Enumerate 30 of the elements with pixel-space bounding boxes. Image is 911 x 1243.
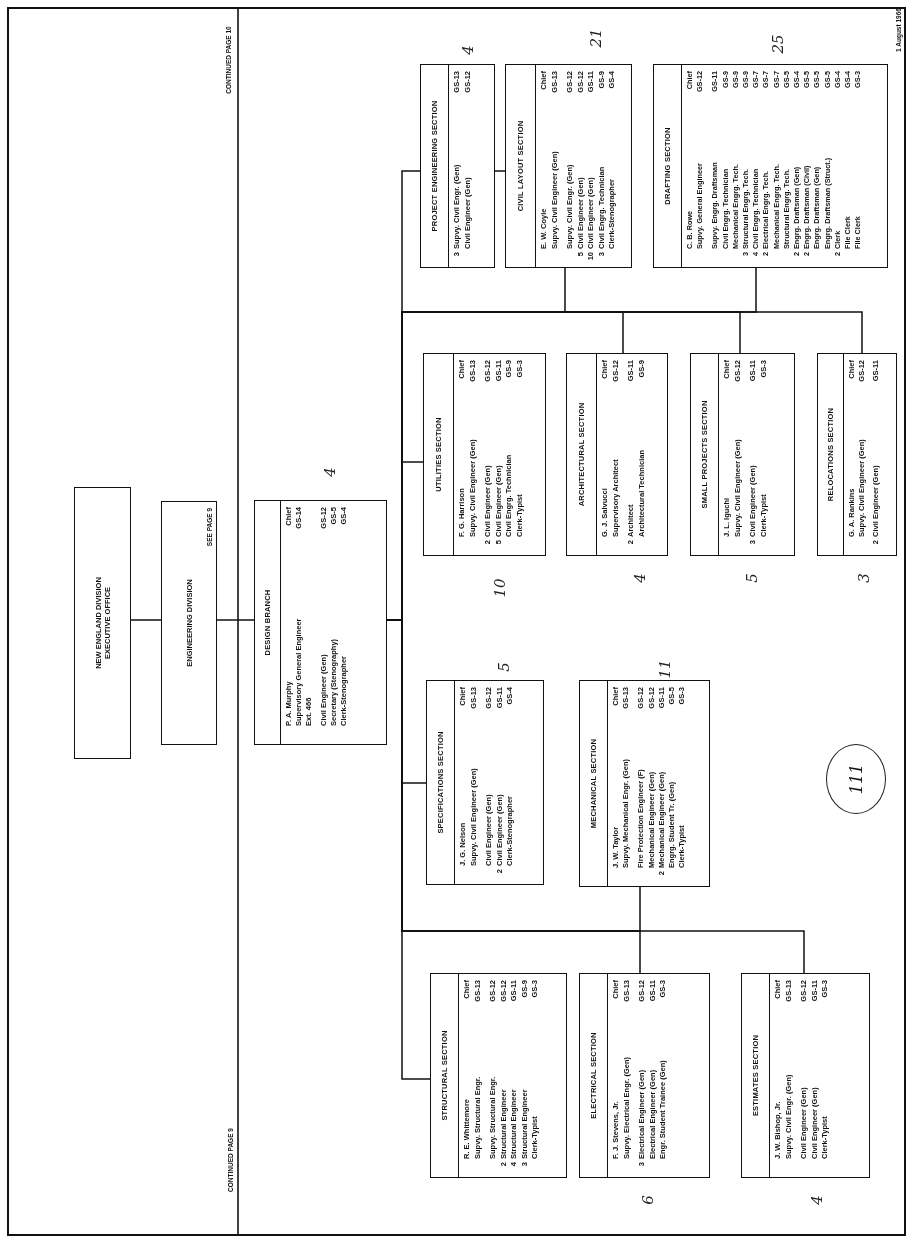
handwritten-number: 4: [631, 573, 649, 583]
handwritten-number: 21: [587, 28, 605, 48]
org-box: [741, 973, 870, 1178]
org-box: [579, 680, 710, 887]
org-box: [579, 973, 710, 1178]
handwritten-number: 3: [855, 573, 873, 583]
handwritten-number: 5: [495, 662, 513, 672]
org-box: [254, 500, 387, 745]
connector-line: [216, 619, 255, 621]
handwritten-number: 6: [639, 1195, 657, 1205]
org-box: [423, 353, 546, 556]
org-box: [690, 353, 795, 556]
handwritten-number: 4: [808, 1195, 826, 1205]
connector-line: [494, 170, 506, 172]
org-box: [74, 487, 131, 759]
handwritten-number: 4: [321, 467, 339, 477]
handwritten-number: 10: [491, 578, 509, 598]
org-box: [817, 353, 897, 556]
handwritten-number: 4: [459, 45, 477, 55]
org-box: [430, 973, 567, 1178]
org-box: [566, 353, 668, 556]
org-box: [426, 680, 544, 885]
handwritten-number: 11: [656, 659, 674, 679]
handwritten-number: 5: [743, 573, 761, 583]
org-box: [505, 64, 632, 268]
org-box: [420, 64, 495, 268]
handwritten-number: 25: [769, 34, 787, 54]
connector-line: [130, 619, 162, 621]
org-box: [161, 501, 217, 745]
org-box: [653, 64, 888, 268]
